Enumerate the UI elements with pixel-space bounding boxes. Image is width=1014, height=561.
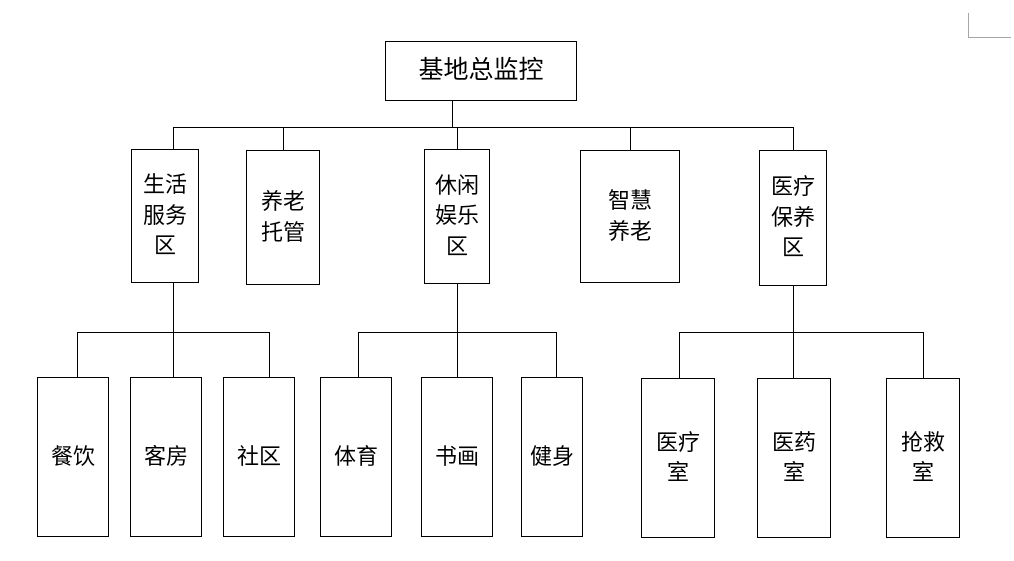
node-l2-leisure[interactable]: 休闲 娱乐 区: [424, 149, 490, 284]
node-l3-clinic[interactable]: 医疗 室: [641, 378, 715, 538]
connector-group-medical-bus: [679, 332, 923, 333]
connector-group-leisure-stem: [457, 284, 458, 332]
node-l3-community[interactable]: 社区: [223, 377, 295, 537]
connector-group-living-stem: [173, 283, 174, 332]
node-l3-sports[interactable]: 体育: [320, 377, 392, 537]
connector-group-leisure-drop-0: [358, 332, 359, 377]
connector-level2-drop-1: [283, 127, 284, 150]
connector-level2-drop-3: [630, 127, 631, 150]
node-l2-medical[interactable]: 医疗 保养 区: [759, 150, 827, 286]
connector-group-leisure-drop-1: [457, 332, 458, 377]
connector-group-leisure-drop-2: [556, 332, 557, 377]
connector-level2-bus: [173, 127, 793, 128]
page-margin-corner-vertical: [968, 13, 969, 38]
connector-group-living-drop-2: [269, 332, 270, 377]
connector-level2-drop-4: [793, 127, 794, 150]
node-l3-fitness[interactable]: 健身: [521, 377, 583, 537]
connector-group-medical-stem: [793, 286, 794, 332]
connector-group-medical-drop-2: [923, 332, 924, 378]
node-l2-eldercare[interactable]: 养老 托管: [246, 150, 320, 285]
connector-group-medical-drop-1: [793, 332, 794, 378]
connector-group-living-drop-1: [173, 332, 174, 377]
connector-root-stem: [452, 101, 453, 127]
node-l3-painting[interactable]: 书画: [421, 377, 493, 537]
node-l3-emergency[interactable]: 抢救 室: [886, 378, 960, 538]
node-l2-living[interactable]: 生活 服务 区: [131, 149, 199, 283]
node-root-base-monitoring[interactable]: 基地总监控: [385, 41, 577, 101]
connector-group-living-drop-0: [77, 332, 78, 377]
page-margin-corner-horizontal: [968, 37, 1011, 38]
node-l2-smart[interactable]: 智慧 养老: [580, 150, 680, 283]
node-l3-catering[interactable]: 餐饮: [37, 377, 109, 537]
connector-level2-drop-2: [457, 127, 458, 149]
connector-group-medical-drop-0: [679, 332, 680, 378]
node-l3-pharmacy[interactable]: 医药 室: [757, 378, 831, 538]
connector-level2-drop-0: [173, 127, 174, 149]
node-l3-guestroom[interactable]: 客房: [130, 377, 202, 537]
